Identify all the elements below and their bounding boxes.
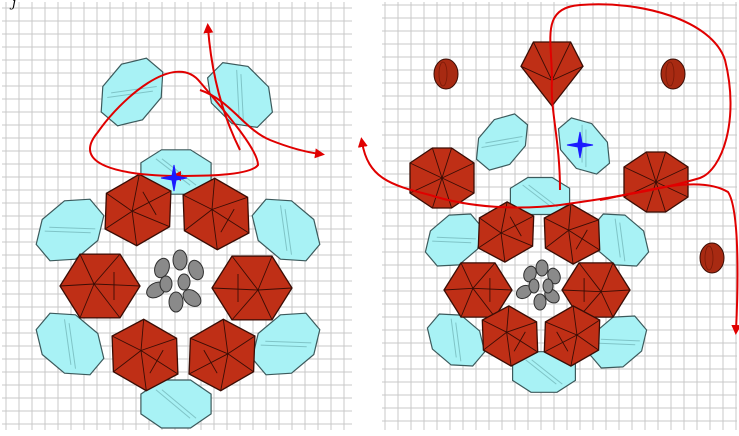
seed-bead — [529, 279, 539, 293]
seed-bead — [152, 256, 172, 280]
round-bead — [661, 59, 685, 89]
bicone-crystal — [624, 152, 688, 212]
bicone-crystal — [482, 306, 537, 366]
bicone-crystal — [60, 254, 140, 318]
bead-body — [425, 214, 482, 266]
seed-bead — [178, 274, 190, 290]
crystal-body — [478, 202, 533, 262]
bicone-crystal — [212, 256, 292, 320]
corner-mark: j — [12, 0, 16, 11]
bead-body — [36, 313, 104, 375]
round-bead — [434, 59, 458, 89]
bicone-crystal — [478, 202, 533, 262]
cyan-oval-bead — [36, 199, 104, 261]
cyan-oval-bead — [36, 313, 104, 375]
seed-bead — [534, 294, 546, 310]
bead-body — [36, 199, 104, 261]
seed-bead — [160, 276, 172, 292]
seed-bead — [173, 250, 187, 270]
round-bead — [700, 243, 724, 273]
crystal-body — [189, 319, 255, 390]
crystal-body — [60, 254, 140, 318]
bead-body — [252, 199, 320, 261]
seed-bead — [169, 292, 183, 312]
cyan-oval-bead — [252, 199, 320, 261]
cyan-oval-bead — [252, 313, 320, 375]
bead-layer — [36, 42, 724, 428]
cyan-oval-bead — [425, 214, 482, 266]
bead-body — [252, 313, 320, 375]
seed-bead — [536, 260, 548, 276]
seed-bead — [543, 279, 553, 293]
bicone-crystal — [189, 319, 255, 390]
crystal-body — [212, 256, 292, 320]
